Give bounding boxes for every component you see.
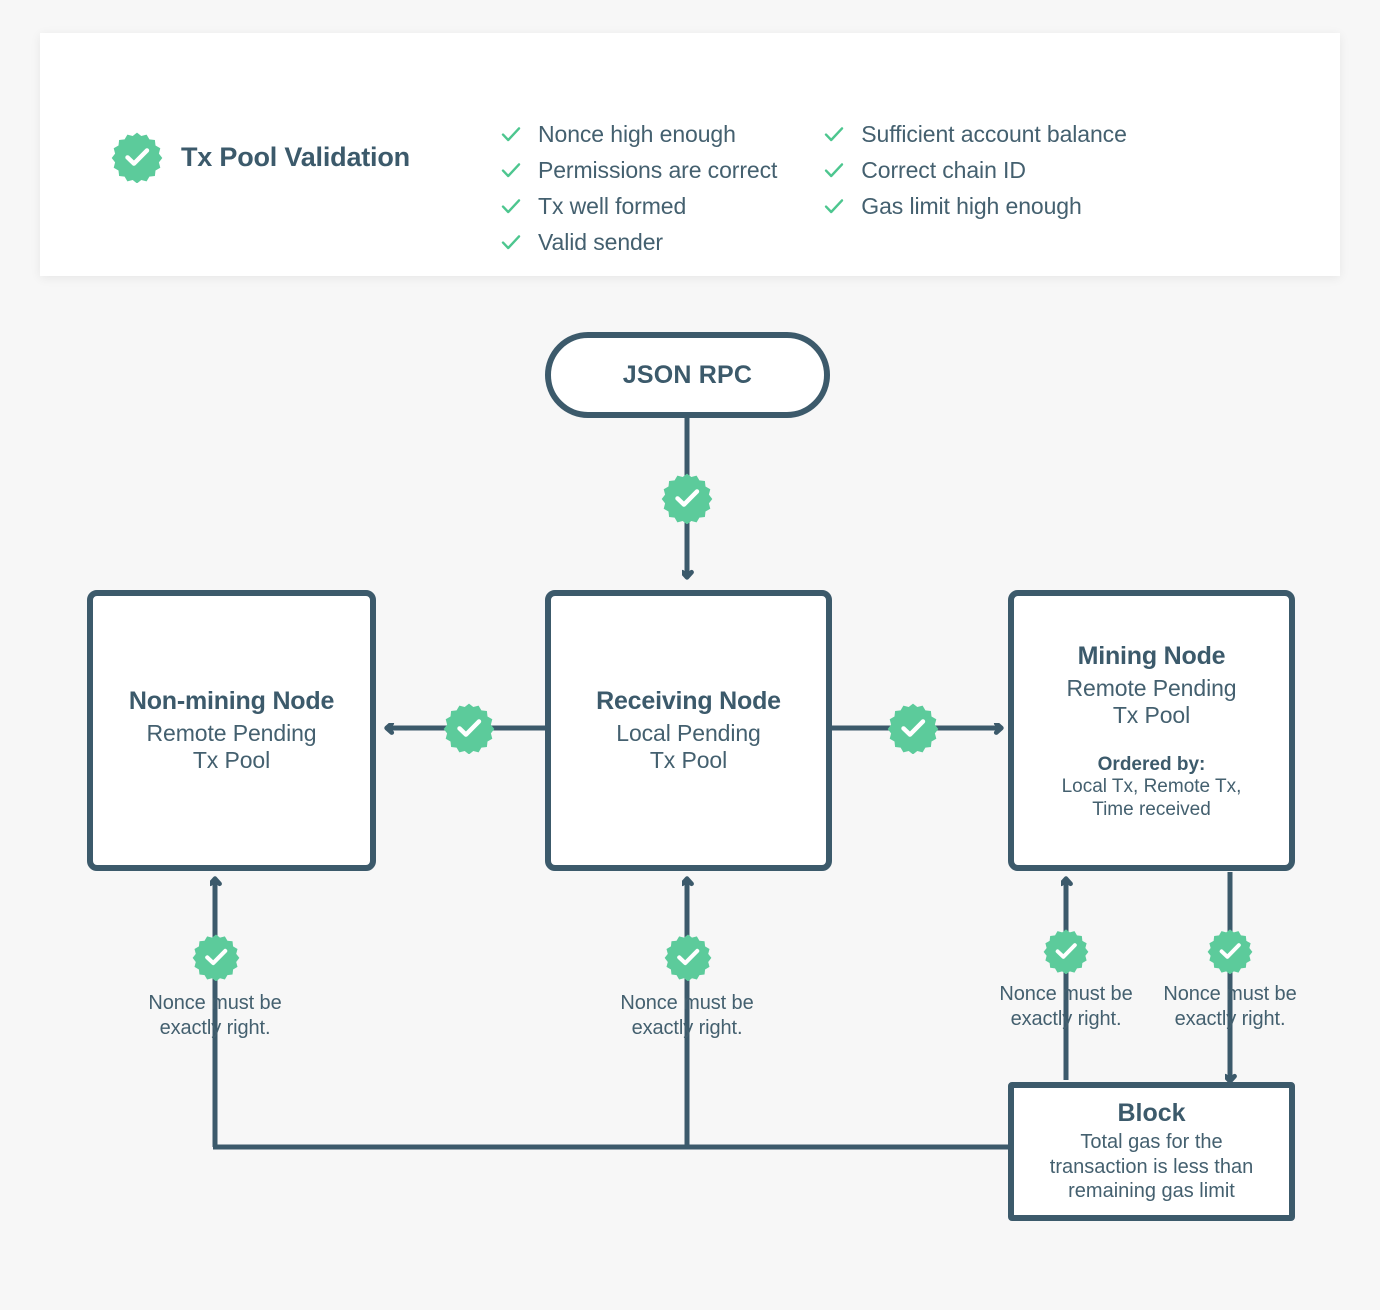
node-non-mining-subtitle: Remote Pending Tx Pool (146, 720, 317, 773)
node-receiving-subtitle: Local Pending Tx Pool (616, 720, 761, 773)
node-mining-subtitle: Remote Pending Tx Pool (1066, 675, 1237, 728)
validation-badge-receiving-to-mining (887, 702, 939, 754)
validation-badge-mining-return (1043, 928, 1089, 974)
list-item: Gas limit high enough (823, 188, 1127, 224)
checklist-label: Sufficient account balance (861, 120, 1127, 147)
check-icon (501, 235, 521, 250)
checklist-column-left: Nonce high enough Permissions are correc… (500, 116, 777, 260)
list-item: Nonce high enough (500, 116, 777, 152)
list-item: Sufficient account balance (823, 116, 1127, 152)
node-block-title: Block (1117, 1099, 1186, 1128)
check-icon (501, 163, 521, 178)
checklist-label: Tx well formed (538, 192, 687, 219)
checklist-column-right: Sufficient account balance Correct chain… (823, 116, 1127, 260)
node-block-subtitle: Total gas for the transaction is less th… (1049, 1131, 1254, 1203)
list-item: Valid sender (500, 224, 777, 260)
node-mining[interactable]: Mining Node Remote Pending Tx Pool Order… (1008, 590, 1295, 871)
node-json-rpc-label: JSON RPC (622, 360, 753, 389)
check-rosette-icon (111, 131, 163, 183)
validation-badge-receiving-return (664, 933, 712, 981)
validation-checklist: Nonce high enough Permissions are correc… (500, 116, 1127, 260)
checklist-label: Correct chain ID (861, 156, 1026, 183)
node-mining-ordered-by-detail: Local Tx, Remote Tx, Time received (1061, 776, 1242, 820)
checklist-label: Nonce high enough (538, 120, 736, 147)
nonce-caption-receiving: Nonce must be exactly right. (620, 992, 754, 1039)
node-block[interactable]: Block Total gas for the transaction is l… (1008, 1082, 1295, 1221)
validation-badge-mining-to-block (1207, 928, 1253, 974)
check-icon (825, 163, 844, 178)
list-item: Tx well formed (500, 188, 777, 224)
card-heading: Tx Pool Validation (111, 131, 410, 183)
node-receiving[interactable]: Receiving Node Local Pending Tx Pool (545, 590, 832, 871)
checklist-label: Permissions are correct (538, 156, 778, 183)
tx-pool-validation-card: Tx Pool Validation Nonce high enough Per… (40, 33, 1340, 276)
check-icon (825, 199, 844, 214)
node-receiving-title: Receiving Node (596, 687, 781, 716)
checklist-label: Gas limit high enough (861, 192, 1082, 219)
node-json-rpc[interactable]: JSON RPC (545, 332, 830, 418)
nonce-caption-non-mining: Nonce must be exactly right. (148, 992, 282, 1039)
nonce-caption-block: Nonce must be exactly right. (1163, 983, 1297, 1030)
checklist-label: Valid sender (538, 228, 663, 255)
node-mining-ordered-by-title: Ordered by: (1097, 754, 1206, 776)
node-non-mining-title: Non-mining Node (128, 687, 335, 716)
list-item: Permissions are correct (500, 152, 777, 188)
node-mining-title: Mining Node (1077, 642, 1226, 670)
nonce-caption-mining: Nonce must be exactly right. (999, 983, 1133, 1030)
validation-badge-nonmining-return (192, 933, 240, 981)
validation-badge-receiving-to-nonmining (443, 702, 495, 754)
page-title: Tx Pool Validation (181, 141, 410, 172)
check-icon (501, 127, 521, 142)
list-item: Correct chain ID (823, 152, 1127, 188)
validation-badge-jsonrpc-to-receiving (661, 472, 713, 524)
check-icon (825, 127, 844, 142)
node-non-mining[interactable]: Non-mining Node Remote Pending Tx Pool (87, 590, 376, 871)
check-icon (501, 199, 521, 214)
